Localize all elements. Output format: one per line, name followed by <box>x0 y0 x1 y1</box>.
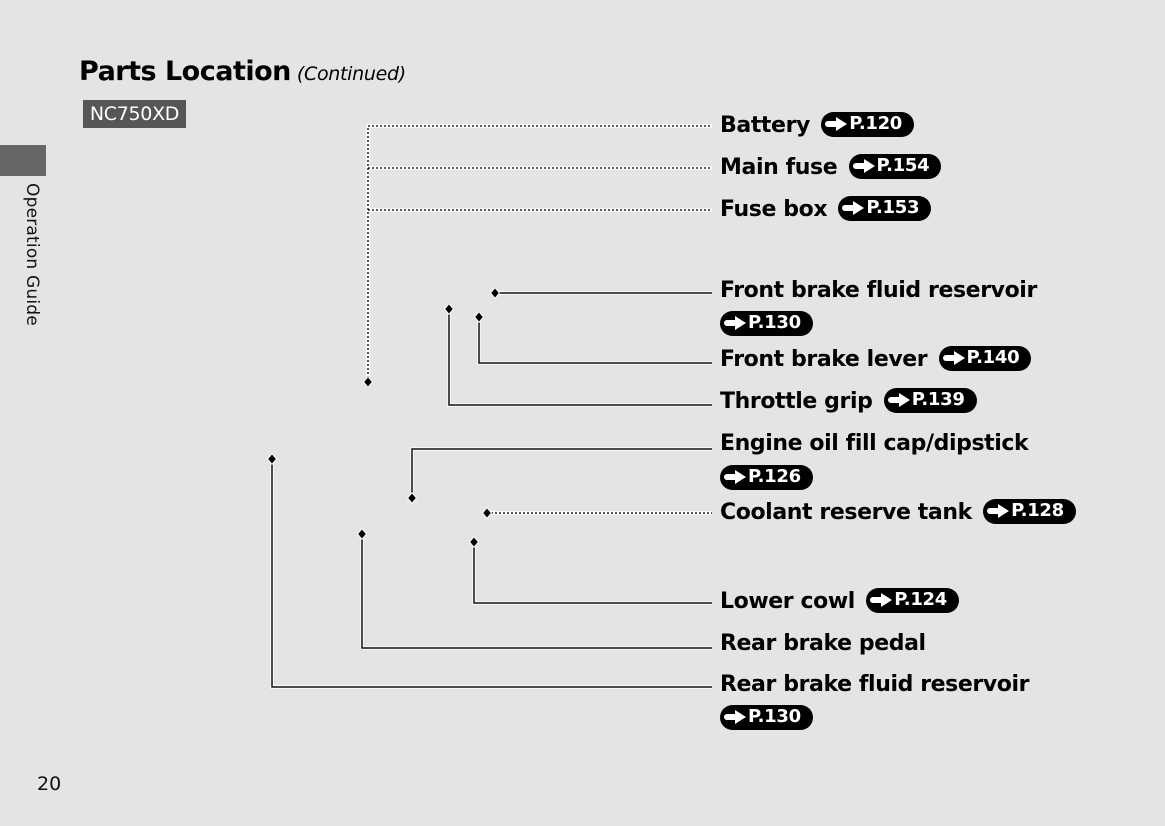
section-tab-marker <box>0 145 46 176</box>
page-number: 20 <box>37 773 62 795</box>
leader-lower-cowl <box>473 542 712 604</box>
marker-rear-brake-pedal <box>357 528 367 540</box>
marker-front-brake-fluid <box>490 287 500 299</box>
section-tab-label: Operation Guide <box>22 183 42 326</box>
part-label-coolant-reserve-tank: Coolant reserve tank P.128 <box>720 498 1076 527</box>
part-ref-rear-brake-fluid-reservoir: P.130 <box>720 704 813 733</box>
page-ref-link[interactable]: P.154 <box>848 153 942 179</box>
page-ref-link[interactable]: P.120 <box>821 111 915 137</box>
part-name: Throttle grip <box>720 389 873 414</box>
part-name: Front brake lever <box>720 347 928 372</box>
part-name: Rear brake pedal <box>720 631 926 656</box>
part-name: Engine oil fill cap/dipstick <box>720 431 1029 456</box>
part-name: Front brake fluid reservoir <box>720 278 1037 303</box>
part-ref-front-brake-fluid-reservoir: P.130 <box>720 310 813 339</box>
part-name: Fuse box <box>720 197 828 222</box>
leader-battery <box>367 125 712 382</box>
page-title: Parts Location(Continued) <box>79 56 406 87</box>
leader-rear-brake-pedal <box>361 534 712 649</box>
page-ref-link[interactable]: P.130 <box>720 704 813 730</box>
leader-rear-brake-fluid <box>271 459 712 688</box>
marker-lower-cowl <box>469 536 479 548</box>
page-ref-link[interactable]: P.128 <box>983 498 1076 524</box>
part-label-lower-cowl: Lower cowl P.124 <box>720 587 959 616</box>
model-badge: NC750XD <box>83 100 186 128</box>
right-arrow-icon <box>942 351 965 365</box>
page-ref-link[interactable]: P.124 <box>866 587 959 613</box>
part-label-rear-brake-pedal: Rear brake pedal <box>720 630 926 658</box>
page-ref-link[interactable]: P.153 <box>838 195 932 221</box>
part-label-front-brake-lever: Front brake lever P.140 <box>720 345 1032 374</box>
page-ref-link[interactable]: P.126 <box>720 464 813 490</box>
part-label-battery: Battery P.120 <box>720 111 915 140</box>
part-ref-engine-oil: P.126 <box>720 464 813 493</box>
right-arrow-icon <box>987 504 1010 518</box>
part-name: Coolant reserve tank <box>720 500 972 525</box>
marker-rear-brake-fluid <box>267 453 277 465</box>
part-label-throttle-grip: Throttle grip P.139 <box>720 387 977 416</box>
right-arrow-icon <box>887 393 910 407</box>
right-arrow-icon <box>842 201 865 215</box>
part-label-front-brake-fluid-reservoir: Front brake fluid reservoir <box>720 277 1037 305</box>
title-main: Parts Location <box>79 56 291 87</box>
marker-coolant <box>482 507 492 519</box>
leader-engine-oil <box>411 448 712 498</box>
marker-battery <box>363 376 373 388</box>
right-arrow-icon <box>724 710 746 724</box>
page-ref-link[interactable]: P.130 <box>720 310 813 336</box>
right-arrow-icon <box>852 159 875 173</box>
part-label-main-fuse: Main fuse P.154 <box>720 153 942 182</box>
right-arrow-icon <box>825 117 848 131</box>
part-label-fuse-box: Fuse box P.153 <box>720 195 932 224</box>
right-arrow-icon <box>724 316 746 330</box>
title-continued: (Continued) <box>296 63 406 85</box>
page-ref-link[interactable]: P.139 <box>883 387 977 413</box>
right-arrow-icon <box>870 593 893 607</box>
marker-front-brake-lever <box>474 311 484 323</box>
leader-throttle-grip <box>448 309 712 406</box>
part-label-engine-oil: Engine oil fill cap/dipstick <box>720 430 1029 458</box>
leader-front-brake-lever <box>478 317 712 364</box>
part-label-rear-brake-fluid-reservoir: Rear brake fluid reservoir <box>720 671 1029 699</box>
marker-engine-oil <box>407 492 417 504</box>
part-name: Lower cowl <box>720 589 855 614</box>
marker-throttle-grip <box>444 303 454 315</box>
part-name: Main fuse <box>720 155 838 180</box>
page-ref-link[interactable]: P.140 <box>938 345 1032 371</box>
part-name: Battery <box>720 113 810 138</box>
part-name: Rear brake fluid reservoir <box>720 672 1030 697</box>
right-arrow-icon <box>724 470 746 484</box>
